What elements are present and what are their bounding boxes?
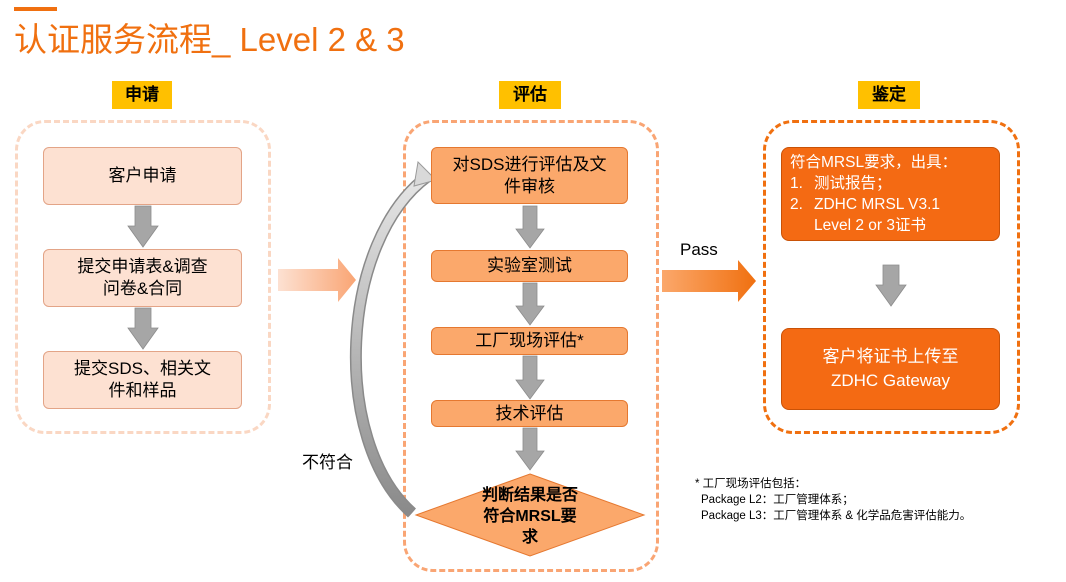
requirement-item-1-number: 1. [790, 175, 803, 192]
requirement-item-1: 测试报告； [814, 175, 892, 192]
requirement-item-2-line-1: ZDHC MRSL V3.1 [814, 196, 941, 213]
down-arrow [515, 205, 545, 249]
not-compliant-label: 不符合 [302, 453, 353, 472]
down-arrow [515, 427, 545, 471]
footnote: * 工厂现场评估包括： Package L2：工厂管理体系； Package L… [695, 476, 971, 524]
apply-step-2: 提交申请表&调查问卷&合同 [43, 249, 242, 307]
down-arrow [127, 205, 159, 248]
decision-label: 判断结果是否符合MRSL要求 [481, 486, 578, 546]
evaluate-step-1-label: 对SDS进行评估及文件审核 [452, 154, 607, 196]
certify-header: 鉴定 [858, 81, 920, 109]
evaluate-step-3: 工厂现场评估* [431, 327, 628, 355]
down-arrow [515, 282, 545, 326]
right-arrow [278, 258, 356, 302]
certify-column [763, 120, 1020, 434]
evaluate-step-2: 实验室测试 [431, 250, 628, 282]
evaluate-step-2-label: 实验室测试 [487, 256, 572, 275]
evaluate-header: 评估 [499, 81, 561, 109]
apply-step-1: 客户申请 [43, 147, 242, 205]
down-arrow [127, 307, 159, 350]
pass-label: Pass [680, 240, 718, 259]
apply-header: 申请 [112, 81, 172, 109]
certify-upload-box: 客户将证书上传至ZDHC Gateway [781, 328, 1000, 410]
requirement-intro: 符合MRSL要求，出具： [790, 154, 958, 171]
evaluate-step-3-label: 工厂现场评估* [475, 331, 584, 350]
evaluate-step-1: 对SDS进行评估及文件审核 [431, 147, 628, 204]
evaluate-step-4: 技术评估 [431, 400, 628, 427]
apply-step-3: 提交SDS、相关文件和样品 [43, 351, 242, 409]
footnote-line-3: Package L3：工厂管理体系 & 化学品危害评估能力。 [701, 510, 972, 522]
down-arrow [875, 264, 907, 307]
evaluate-step-4-label: 技术评估 [495, 403, 564, 423]
certify-requirement-box: 符合MRSL要求，出具： 1. 测试报告； 2. ZDHC MRSL V3.1 … [781, 147, 1000, 241]
apply-step-1-label: 客户申请 [108, 166, 177, 185]
apply-step-3-label: 提交SDS、相关文件和样品 [74, 359, 211, 400]
certify-upload-label: 客户将证书上传至ZDHC Gateway [822, 347, 959, 390]
apply-step-2-label: 提交申请表&调查问卷&合同 [77, 257, 208, 298]
footnote-line-1: * 工厂现场评估包括： [695, 478, 807, 490]
requirement-item-2-number: 2. [790, 196, 803, 213]
page-title: 认证服务流程_ Level 2 & 3 [14, 21, 405, 58]
loop-arrow [349, 160, 437, 518]
title-accent-bar [14, 7, 57, 11]
evaluate-column [403, 120, 659, 572]
decision-text: 判断结果是否符合MRSL要求 [478, 482, 582, 550]
pass-arrow [662, 260, 756, 302]
requirement-item-2-line-2: Level 2 or 3证书 [814, 217, 926, 234]
decision-diamond [414, 473, 646, 557]
apply-column [15, 120, 271, 434]
down-arrow [515, 355, 545, 400]
footnote-line-2: Package L2：工厂管理体系； [701, 494, 854, 506]
